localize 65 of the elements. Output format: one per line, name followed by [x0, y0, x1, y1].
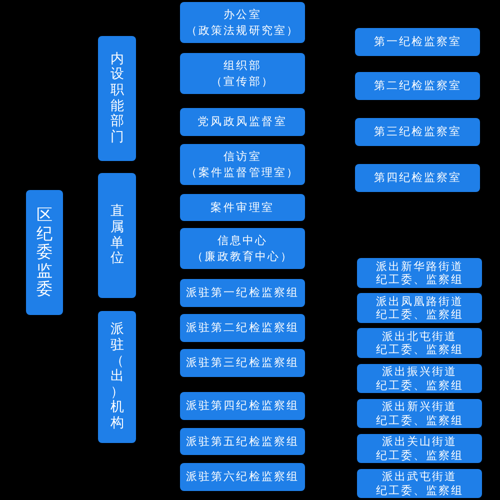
department-name: 派出新华路街道 — [376, 260, 464, 273]
department-name: 派驻第三纪检监察组 — [186, 355, 300, 371]
department-subtitle: （政策法规研究室） — [186, 22, 300, 38]
group-box — [180, 392, 305, 420]
department-box — [180, 53, 305, 94]
department-box — [180, 2, 305, 43]
department-name: 派出武屯街道 — [382, 470, 457, 484]
department-subtitle: （案件监督管理室） — [186, 164, 300, 180]
department-subtitle: 纪工委、监察组 — [376, 448, 464, 462]
department-name: 第二纪检监察室 — [374, 78, 462, 94]
group-box — [180, 279, 305, 307]
department-box — [180, 144, 305, 185]
department-box — [180, 108, 305, 136]
department-name: 第三纪检监察室 — [374, 124, 462, 140]
subdistrict-box — [357, 293, 482, 323]
subdistrict-box — [357, 399, 482, 428]
department-name: 党风政风监督室 — [198, 114, 288, 130]
office-box — [355, 72, 480, 100]
group-box — [180, 349, 305, 377]
subdistrict-box — [357, 258, 482, 288]
category-box — [98, 311, 136, 443]
department-box — [180, 194, 305, 221]
department-name: 第四纪检监察室 — [374, 170, 462, 186]
category-name: 派驻（出）机构 — [110, 322, 124, 432]
subdistrict-box — [357, 364, 482, 393]
root-box — [26, 190, 63, 315]
department-subtitle: 纪工委、监察组 — [376, 484, 464, 497]
category-name: 直属单位 — [110, 204, 124, 267]
subdistrict-box — [357, 469, 482, 498]
department-name: 派出振兴街道 — [382, 365, 457, 378]
department-name: 办公室 — [224, 6, 262, 22]
department-name: 派驻第五纪检监察组 — [186, 434, 300, 450]
department-name: 派出北屯街道 — [382, 330, 457, 343]
office-box — [355, 164, 480, 192]
department-box — [180, 228, 305, 269]
department-subtitle: 纪工委、监察组 — [376, 273, 464, 286]
group-box — [180, 463, 305, 491]
department-name: 派出新兴街道 — [382, 400, 457, 414]
department-name: 信息中心 — [217, 232, 268, 248]
group-box — [180, 314, 305, 342]
department-name: 派驻第六纪检监察组 — [186, 469, 300, 485]
department-subtitle: 纪工委、监察组 — [376, 343, 464, 356]
department-name: 信访室 — [224, 148, 262, 164]
category-name: 内设职能部门 — [110, 52, 124, 146]
office-box — [355, 118, 480, 146]
department-name: 案件审理室 — [210, 200, 274, 216]
department-name: 派出凤凰路街道 — [376, 294, 464, 308]
department-subtitle: （宣传部） — [211, 74, 274, 90]
category-box — [98, 173, 136, 298]
department-name: 派驻第一纪检监察组 — [186, 285, 300, 301]
department-subtitle: 纪工委、监察组 — [376, 308, 464, 322]
subdistrict-box — [357, 328, 482, 358]
department-subtitle: 纪工委、监察组 — [376, 414, 464, 427]
department-name: 第一纪检监察室 — [374, 34, 462, 50]
department-name: 派驻第二纪检监察组 — [186, 320, 300, 336]
department-name: 组织部 — [224, 58, 262, 74]
department-subtitle: 纪工委、监察组 — [376, 378, 464, 392]
department-subtitle: （廉政教育中心） — [192, 248, 293, 264]
office-box — [355, 28, 480, 56]
category-box — [98, 36, 136, 161]
department-name: 派驻第四纪检监察组 — [186, 398, 300, 414]
department-name: 派出关山街道 — [382, 435, 457, 448]
category-name: 区纪委监委 — [36, 206, 52, 299]
subdistrict-box — [357, 434, 482, 463]
group-box — [180, 428, 305, 455]
